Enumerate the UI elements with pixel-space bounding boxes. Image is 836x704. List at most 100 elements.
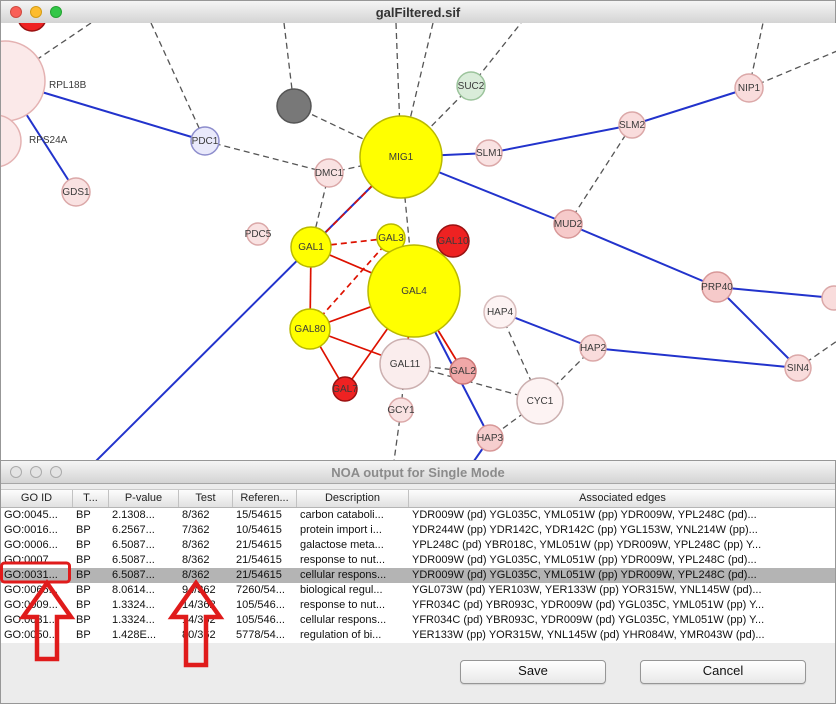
cancel-button[interactable]: Cancel [640, 660, 806, 684]
graph-edge [797, 340, 836, 369]
table-cell: GO:0009... [4, 599, 58, 611]
graph-node-PRP40[interactable] [701, 271, 733, 303]
graph-node-label: PRP40 [701, 282, 733, 293]
table-cell: YFR034C (pd) YBR093C, YDR009W (pd) YGL03… [412, 599, 765, 611]
network-graph[interactable]: RPL18BRPS24AGDS1PDC1DMC1MIG1SUC2SLM1SLM2… [1, 23, 836, 460]
column-header-referen-[interactable]: Referen... [233, 490, 297, 507]
table-cell: 2.1308... [112, 509, 155, 521]
minimize-button[interactable] [30, 6, 42, 18]
table-cell: 6.5087... [112, 539, 155, 551]
table-cell: 21/54615 [236, 539, 282, 551]
column-header-description[interactable]: Description [297, 490, 409, 507]
graph-node-MUD2[interactable] [553, 209, 583, 239]
graph-edge [631, 87, 750, 126]
table-cell: YER133W (pp) YOR315W, YNL145W (pd) YHR08… [412, 629, 765, 641]
graph-edge [567, 223, 718, 288]
graph-node-label: PDC5 [245, 229, 272, 240]
table-cell: 6.5087... [112, 554, 155, 566]
graph-node-HAP3[interactable] [476, 424, 504, 452]
table-cell: 1.3324... [112, 614, 155, 626]
graph-node-GAL80[interactable] [289, 308, 331, 350]
graph-node-gray-node[interactable] [276, 88, 312, 124]
graph-node-GAL2[interactable] [449, 357, 477, 385]
column-header-p-value[interactable]: P-value [109, 490, 179, 507]
graph-node-NIP1[interactable] [734, 73, 764, 103]
graph-node-label: DMC1 [315, 168, 344, 179]
graph-edge [592, 347, 799, 369]
table-cell: BP [76, 584, 91, 596]
table-cell: biological regul... [300, 584, 383, 596]
graph-node-GAL10[interactable] [436, 224, 470, 258]
graph-node-GAL11[interactable] [379, 338, 431, 390]
graph-node-SLM1[interactable] [475, 139, 503, 167]
column-header-associated-edges[interactable]: Associated edges [409, 490, 836, 507]
table-cell: YFR034C (pd) YBR093C, YDR009W (pd) YGL03… [412, 614, 765, 626]
graph-node-HAP4[interactable] [483, 295, 517, 329]
graph-node-GDS1[interactable] [61, 177, 91, 207]
graph-node-SUC2[interactable] [456, 71, 486, 101]
table-cell: 94/362 [182, 584, 216, 596]
table-cell: YPL248C (pd) YBR018C, YML051W (pp) YDR00… [412, 539, 762, 551]
column-header-test[interactable]: Test [179, 490, 233, 507]
graph-node-label: SUC2 [458, 81, 485, 92]
graph-edge [567, 124, 633, 225]
graph-node-GAL4[interactable] [367, 244, 461, 338]
graph-node-label: GAL2 [450, 366, 476, 377]
minimize-button[interactable] [30, 466, 42, 478]
graph-node-PDC5[interactable] [246, 222, 270, 246]
column-header-t-[interactable]: T... [73, 490, 109, 507]
zoom-button[interactable] [50, 6, 62, 18]
table-cell: YDR009W (pd) YGL035C, YML051W (pp) YDR00… [412, 509, 757, 521]
column-header-go-id[interactable]: GO ID [1, 490, 73, 507]
graph-node-GAL7[interactable] [332, 376, 358, 402]
graph-node-SIN4[interactable] [784, 354, 812, 382]
graph-node-GCY1[interactable] [388, 397, 414, 423]
table-cell: BP [76, 599, 91, 611]
graph-node-label: PDC1 [192, 136, 219, 147]
network-window-titlebar[interactable]: galFiltered.sif [1, 1, 835, 24]
table-cell: BP [76, 629, 91, 641]
graph-node-label: GAL1 [298, 242, 324, 253]
graph-node-DMC1[interactable] [314, 158, 344, 188]
noa-window-titlebar[interactable]: NOA output for Single Mode [1, 461, 835, 484]
graph-node-label: SLM1 [476, 148, 503, 159]
table-cell: 8/362 [182, 554, 210, 566]
graph-node-MIG1[interactable] [359, 115, 443, 199]
graph-node-SLM2[interactable] [618, 111, 646, 139]
close-button[interactable] [10, 466, 22, 478]
table-cell: response to nut... [300, 554, 385, 566]
table-cell: 105/546... [236, 599, 285, 611]
save-button[interactable]: Save [460, 660, 606, 684]
table-cell: protein import i... [300, 524, 382, 536]
graph-node-label: RPL18B [49, 80, 87, 91]
table-cell: BP [76, 569, 91, 581]
table-cell: carbon cataboli... [300, 509, 384, 521]
zoom-button[interactable] [50, 466, 62, 478]
graph-node-CYC1[interactable] [516, 377, 564, 425]
close-button[interactable] [10, 6, 22, 18]
graph-node-label: HAP3 [477, 433, 504, 444]
graph-node-HAP2[interactable] [579, 334, 607, 362]
graph-node-partial-right[interactable] [821, 285, 836, 311]
graph-node-RPL18B[interactable] [1, 40, 46, 122]
graph-node-GAL1[interactable] [290, 226, 332, 268]
table-cell: regulation of bi... [300, 629, 382, 641]
graph-node-label: GAL11 [390, 359, 421, 370]
table-cell: 80/362 [182, 629, 216, 641]
graph-node-PDC1[interactable] [190, 126, 220, 156]
table-cell: 21/54615 [236, 569, 282, 581]
graph-node-RPS24A[interactable] [1, 114, 22, 168]
graph-node-offnode-red-top[interactable] [18, 23, 46, 32]
